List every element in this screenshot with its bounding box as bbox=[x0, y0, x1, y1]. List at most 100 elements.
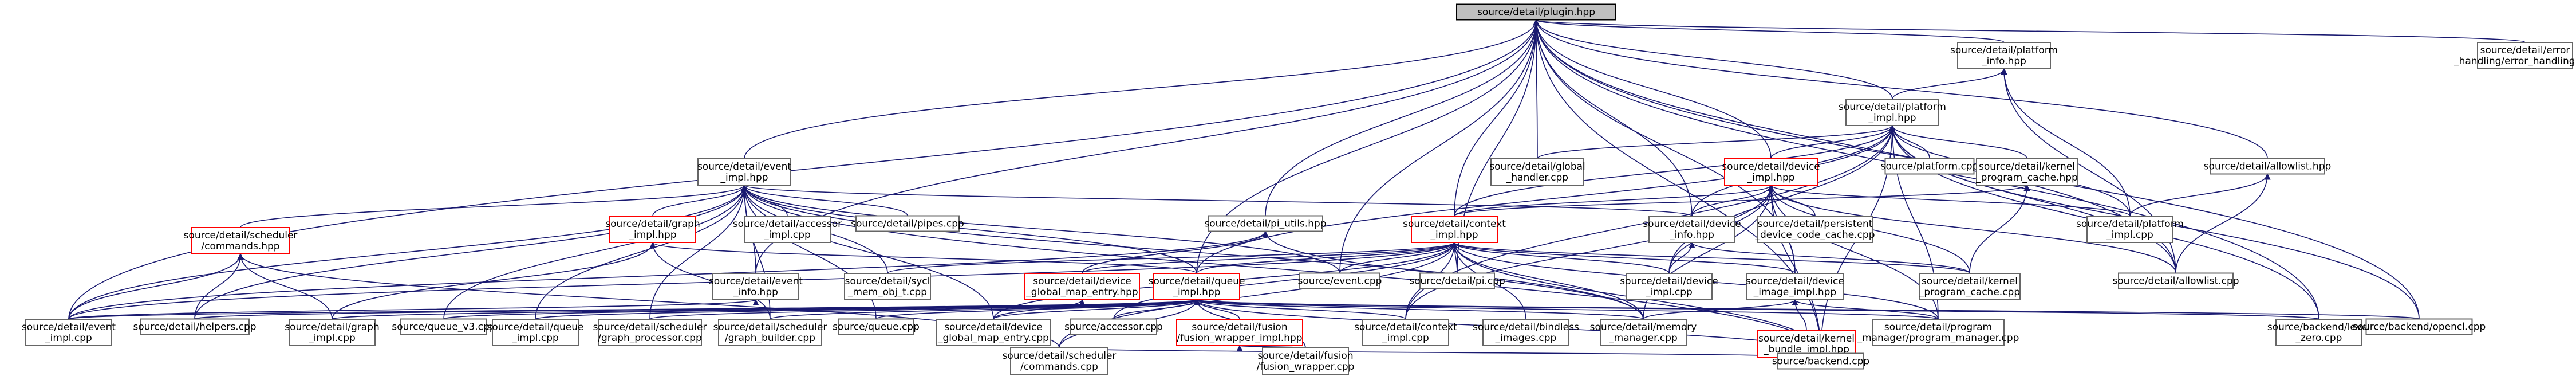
node-opencl[interactable]: source/backend/opencl.cpp bbox=[2353, 318, 2486, 335]
node-label: _impl.cpp bbox=[511, 332, 559, 344]
node-label: _impl.hpp bbox=[628, 229, 676, 241]
node-box bbox=[1482, 319, 1569, 346]
node-global-handler[interactable]: source/detail/global_handler.cpp bbox=[1489, 158, 1585, 186]
node-platform-info[interactable]: source/detail/platform_info.hpp bbox=[1950, 42, 2058, 69]
node-program-manager[interactable]: source/detail/program_manager/program_ma… bbox=[1857, 319, 2019, 346]
node-graph-processor[interactable]: source/detail/scheduler/graph_processor.… bbox=[593, 319, 707, 346]
edge-graph-impl-cpp-to-scheduler-commands-hpp bbox=[237, 253, 333, 320]
edge-graph-processor-to-event-impl-hpp bbox=[649, 184, 748, 320]
edge-global-map-entry-cpp-to-event-impl-hpp bbox=[741, 184, 994, 320]
node-label: _impl.hpp bbox=[1430, 229, 1478, 241]
node-label: source/detail/persistent bbox=[1758, 218, 1873, 230]
edge-event-cpp-to-context-impl-hpp bbox=[1339, 241, 1458, 273]
node-pipes[interactable]: source/detail/pipes.cpp bbox=[851, 215, 964, 232]
node-kernel-bundle-impl-hpp[interactable]: source/detail/kernel_bundle_impl.hpp bbox=[1757, 330, 1856, 358]
node-plugin[interactable]: source/detail/plugin.hpp bbox=[1456, 3, 1616, 21]
node-accessor-impl[interactable]: source/detail/accessor_impl.cpp bbox=[733, 216, 842, 243]
node-box bbox=[1757, 216, 1873, 243]
node-label: source/detail/platform bbox=[2076, 218, 2184, 230]
node-platform-impl-hpp[interactable]: source/detail/platform_impl.hpp bbox=[1839, 99, 1946, 126]
node-box bbox=[191, 227, 290, 254]
node-context-impl-cpp[interactable]: source/detail/context_impl.cpp bbox=[1354, 319, 1457, 346]
node-bindless-images[interactable]: source/detail/bindless_images.cpp bbox=[1473, 319, 1579, 346]
edge-context-impl-cpp-to-queue-impl-hpp bbox=[1193, 299, 1406, 320]
node-box bbox=[1724, 158, 1818, 186]
edges bbox=[68, 19, 2526, 358]
edge-allowlist-cpp-to-device-impl-hpp bbox=[1768, 184, 2176, 273]
node-global-map-entry-hpp[interactable]: source/detail/device_global_map_entry.hp… bbox=[1024, 273, 1140, 300]
node-queue-impl-hpp[interactable]: source/detail/queue_impl.hpp bbox=[1149, 273, 1245, 300]
edge-event-cpp-to-plugin bbox=[1339, 19, 1540, 273]
edge-level-zero-to-queue-impl-hpp bbox=[1194, 299, 2319, 320]
node-sycl-mem-obj[interactable]: source/detail/sycl_mem_obj_t.cpp bbox=[844, 273, 931, 300]
node-box bbox=[1884, 158, 1975, 175]
node-level-zero[interactable]: source/backend/level_zero.cpp bbox=[2267, 319, 2370, 346]
node-label: source/detail/kernel bbox=[1922, 276, 2018, 287]
node-fusion-wrapper-impl-hpp[interactable]: source/detail/fusion/fusion_wrapper_impl… bbox=[1176, 319, 1303, 346]
node-label: _zero.cpp bbox=[2295, 332, 2342, 344]
node-label: source/detail/queue bbox=[487, 322, 584, 333]
node-label: /commands.cpp bbox=[1020, 361, 1098, 373]
node-device-impl-hpp[interactable]: source/detail/device_impl.hpp bbox=[1722, 158, 1820, 186]
edge-global-handler-to-plugin bbox=[1533, 19, 1540, 159]
node-graph-impl-cpp[interactable]: source/detail/graph_impl.cpp bbox=[285, 319, 380, 346]
node-fusion-wrapper-cpp[interactable]: source/detail/fusion/fusion_wrapper.cpp bbox=[1257, 347, 1355, 375]
node-label: _mem_obj_t.cpp bbox=[847, 287, 927, 298]
node-box bbox=[1600, 319, 1687, 346]
node-accessor-cpp[interactable]: source/accessor.cpp bbox=[1064, 318, 1163, 335]
node-graph-impl-hpp[interactable]: source/detail/graph_impl.hpp bbox=[605, 216, 700, 243]
node-platform-impl-cpp[interactable]: source/detail/platform_impl.cpp bbox=[2076, 216, 2184, 243]
node-platform-cpp[interactable]: source/platform.cpp bbox=[1881, 158, 1979, 175]
node-device-info-hpp[interactable]: source/detail/device_info.hpp bbox=[1643, 216, 1741, 243]
node-box bbox=[744, 216, 831, 243]
edge-event-impl-cpp-to-plugin bbox=[68, 19, 1540, 320]
node-kernel-program-cache-cpp[interactable]: source/detail/kernel_program_cache.cpp bbox=[1919, 273, 2021, 300]
node-graph-builder[interactable]: source/detail/scheduler/graph_builder.cp… bbox=[713, 319, 827, 346]
node-event-impl-hpp[interactable]: source/detail/event_impl.hpp bbox=[697, 158, 791, 186]
node-box bbox=[492, 319, 579, 346]
node-pi-utils[interactable]: source/detail/pi_utils.hpp bbox=[1204, 215, 1327, 232]
node-queue-impl-cpp[interactable]: source/detail/queue_impl.cpp bbox=[487, 319, 584, 346]
node-global-map-entry-cpp[interactable]: source/detail/device_global_map_entry.cp… bbox=[936, 319, 1051, 346]
node-label: _impl.cpp bbox=[763, 229, 811, 241]
node-backend-cpp[interactable]: source/backend.cpp bbox=[1772, 352, 1869, 370]
edge-allowlist-hpp-to-plugin bbox=[1533, 19, 2268, 159]
node-allowlist-cpp[interactable]: source/detail/allowlist.cpp bbox=[2112, 272, 2239, 289]
edge-device-info-hpp-to-plugin bbox=[1533, 19, 1693, 217]
node-allowlist-hpp[interactable]: source/detail/allowlist.hpp bbox=[2204, 158, 2332, 175]
node-error-handling[interactable]: source/detail/error_handling/error_handl… bbox=[2453, 42, 2576, 69]
node-event-cpp[interactable]: source/event.cpp bbox=[1298, 272, 1382, 289]
node-event-impl-cpp[interactable]: source/detail/event_impl.cpp bbox=[22, 319, 116, 346]
edge-kernel-bundle-impl-hpp-to-device-image-impl-hpp bbox=[1792, 299, 1807, 331]
edge-error-handling-to-plugin bbox=[1533, 19, 2526, 43]
node-queue-v3[interactable]: source/queue_v3.cpp bbox=[392, 318, 496, 335]
node-box bbox=[1153, 273, 1240, 300]
node-label: _manager.cpp bbox=[1608, 332, 1678, 344]
node-label: source/detail/memory bbox=[1590, 322, 1697, 333]
node-scheduler-commands-cpp[interactable]: source/detail/scheduler/commands.cpp bbox=[1003, 347, 1117, 375]
edge-backend-cpp-to-plugin bbox=[1533, 19, 1821, 354]
node-label: _global_map_entry.cpp bbox=[937, 332, 1049, 344]
node-box bbox=[1757, 330, 1856, 358]
edge-queue-impl-hpp-to-platform-impl-hpp bbox=[1196, 124, 1896, 274]
node-box bbox=[1176, 319, 1303, 346]
node-box bbox=[400, 318, 487, 335]
node-box bbox=[1262, 347, 1349, 375]
node-helpers[interactable]: source/detail/helpers.cpp bbox=[133, 318, 257, 335]
node-label: _impl.cpp bbox=[1382, 332, 1429, 344]
node-pi-cpp[interactable]: source/detail/pi.cpp bbox=[1409, 272, 1505, 289]
node-device-impl-cpp[interactable]: source/detail/device_impl.cpp bbox=[1620, 273, 1718, 300]
node-persistent-cache[interactable]: source/detail/persistent_device_code_cac… bbox=[1754, 216, 1875, 243]
node-box bbox=[2118, 272, 2234, 289]
node-box bbox=[289, 319, 376, 346]
node-memory-manager[interactable]: source/detail/memory_manager.cpp bbox=[1590, 319, 1697, 346]
edge-event-impl-cpp-to-event-info-hpp bbox=[68, 299, 759, 320]
node-box bbox=[1419, 272, 1495, 289]
node-event-info-hpp[interactable]: source/detail/event_info.hpp bbox=[709, 273, 803, 300]
node-label: /graph_processor.cpp bbox=[598, 332, 701, 344]
node-context-impl-hpp[interactable]: source/detail/context_impl.hpp bbox=[1403, 216, 1506, 243]
node-device-image-impl-hpp[interactable]: source/detail/device_image_impl.hpp bbox=[1746, 273, 1844, 300]
node-kernel-program-cache-hpp[interactable]: source/detail/kernel_program_cache.hpp bbox=[1975, 158, 2078, 186]
node-scheduler-commands-hpp[interactable]: source/detail/scheduler/commands.hpp bbox=[184, 227, 298, 254]
node-queue-cpp[interactable]: source/queue.cpp bbox=[833, 318, 920, 335]
